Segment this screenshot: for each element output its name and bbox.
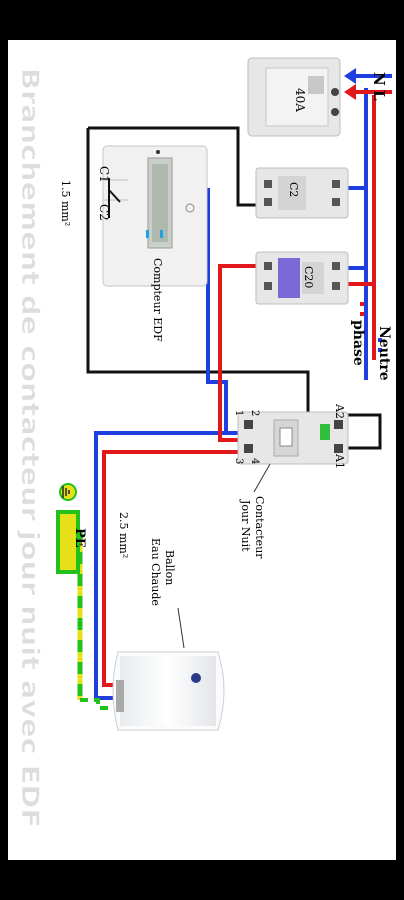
label-40a: 40A (293, 88, 307, 112)
main-breaker-40a (247, 57, 341, 137)
contactor-callout (253, 463, 271, 493)
page-title: Branchement de contacteur jour nuit avec… (16, 68, 44, 828)
label-contacteur-2: Jour Nuit (239, 499, 252, 552)
neutral-to-boiler (94, 431, 238, 700)
heater-callout (177, 607, 185, 649)
control-wire-return (86, 128, 310, 415)
breaker-c20 (255, 251, 349, 305)
label-section-small: 1.5 mm² (59, 180, 72, 226)
neutral-to-contactor (206, 188, 228, 432)
label-c2-breaker: C2 (287, 182, 300, 197)
label-a1: A1 (333, 453, 346, 469)
label-contacteur-1: Contacteur (253, 496, 266, 559)
edf-meter (102, 145, 208, 287)
label-compteur: Compteur EDF (151, 258, 164, 342)
label-l: L (370, 90, 388, 101)
earth-ground-icon (56, 483, 80, 574)
neutral-input-arrow-icon (344, 68, 392, 84)
water-heater (112, 651, 225, 731)
label-terminal-2: 2 (249, 410, 260, 416)
label-meter-c1: C1 (97, 166, 111, 183)
breaker-c2 (255, 167, 349, 219)
label-terminal-3: 3 (233, 458, 244, 464)
label-section-big: 2.5 mm² (117, 512, 130, 558)
phase-input-arrow-icon (344, 84, 392, 100)
earth-to-boiler (80, 698, 116, 710)
label-ballon-2: Eau Chaude (149, 538, 162, 606)
neutral-legend-dots (378, 338, 382, 352)
control-wire-a1 (348, 413, 382, 450)
label-terminal-4: 4 (249, 458, 260, 464)
contactor-jour-nuit (237, 411, 349, 465)
label-ballon-1: Ballon (163, 550, 176, 585)
label-c20: C20 (302, 266, 315, 288)
phase-to-contactor (218, 264, 256, 442)
meter-contact-switch (108, 189, 121, 203)
label-neutre: Neutre (376, 326, 392, 381)
label-phase: phase (350, 320, 366, 366)
wiring-diagram: N L 40A C2 C20 Neutre phase C1 C2 1.5 mm… (16, 57, 392, 828)
control-wire (88, 126, 258, 207)
diagram-frame: N L 40A C2 C20 Neutre phase C1 C2 1.5 mm… (8, 40, 396, 860)
label-meter-c2: C2 (97, 204, 111, 221)
label-a2: A2 (333, 403, 346, 419)
label-terminal-1: 1 (233, 410, 244, 416)
label-pe: PE (72, 528, 87, 548)
phase-to-boiler (102, 450, 238, 687)
label-n: N (370, 72, 388, 86)
phase-legend-dots (360, 302, 364, 316)
